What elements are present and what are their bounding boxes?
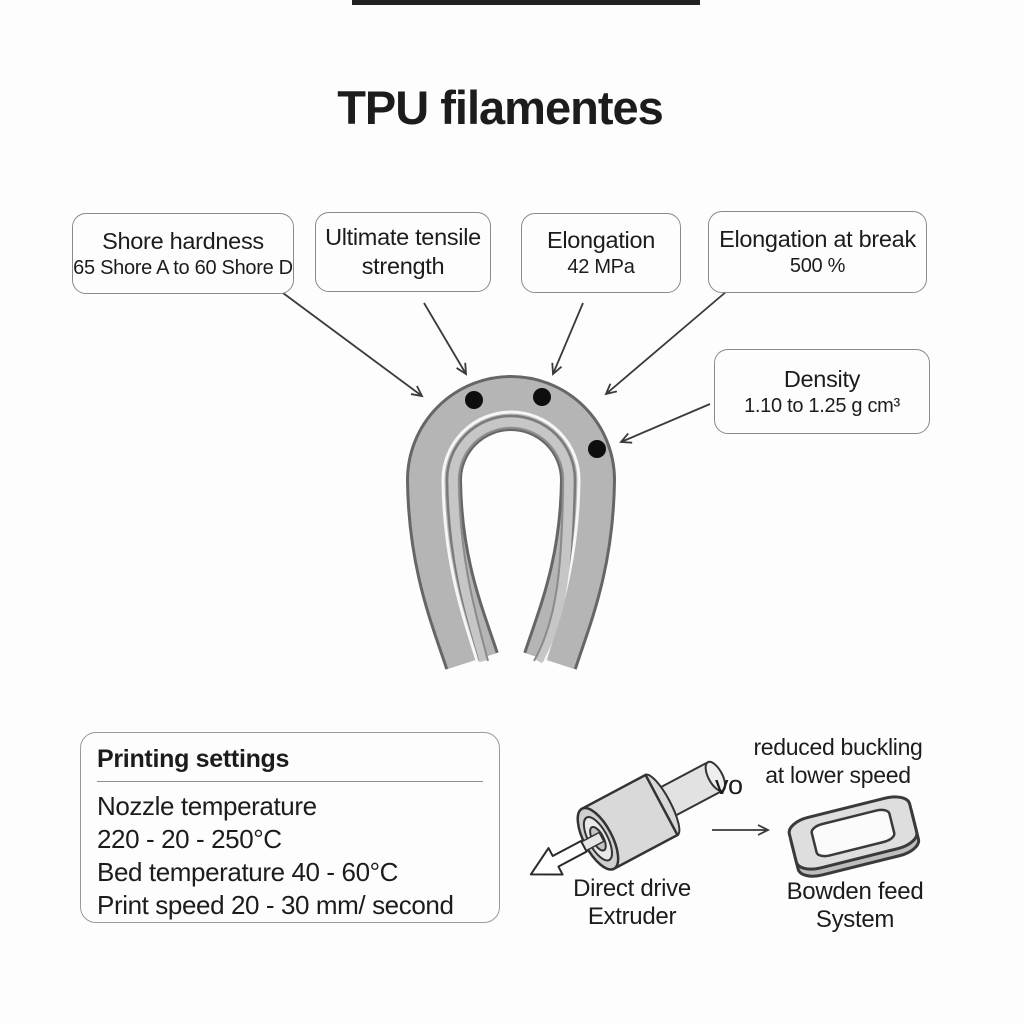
divider xyxy=(97,781,483,782)
property-box-elongation-break: Elongation at break 500 % xyxy=(708,211,927,293)
property-title: Ultimate tensile strength xyxy=(325,224,481,279)
property-title: Shore hardness xyxy=(102,227,264,254)
property-title: Density xyxy=(783,365,861,392)
direct-drive-label: Direct drive Extruder xyxy=(552,875,712,931)
setting-line: 220 - 20 - 250°C xyxy=(97,824,282,854)
bent-filament-illustration xyxy=(405,375,617,670)
property-value: 42 MPa xyxy=(567,256,635,279)
filament-dot xyxy=(588,440,606,458)
buckling-annotation: reduced buckling at lower speed xyxy=(748,733,928,789)
setting-line: Print speed 20 - 30 mm/ second xyxy=(97,890,454,920)
arrow-elongation-break xyxy=(604,290,728,396)
property-box-shore-hardness: Shore hardness 65 Shore A to 60 Shore D xyxy=(72,213,294,294)
setting-line: Nozzle temperature xyxy=(97,791,317,821)
property-value: 500 % xyxy=(789,255,846,278)
printing-settings-panel: Printing settings Nozzle temperature 220… xyxy=(80,732,500,923)
property-title: Elongation at break xyxy=(719,226,916,253)
label-line: System xyxy=(815,906,895,933)
property-title: Elongation xyxy=(546,227,656,254)
arrow-density xyxy=(619,403,711,444)
annotation-line: at lower speed xyxy=(765,762,911,788)
label-line: Direct drive xyxy=(573,875,691,902)
arrow-tensile-strength xyxy=(423,302,468,376)
arrow-shore-hardness xyxy=(282,292,424,398)
setting-line: Bed temperature 40 - 60°C xyxy=(97,857,399,887)
label-line: Bowden feed xyxy=(786,878,924,905)
filament-dot xyxy=(465,391,483,409)
vo-label: vo xyxy=(715,770,743,800)
printing-settings-title: Printing settings xyxy=(97,745,290,773)
page-title: TPU filamentes xyxy=(337,81,664,134)
property-box-tensile-strength: Ultimate tensile strength xyxy=(315,212,491,292)
label-line: Extruder xyxy=(587,903,677,930)
filament-dot xyxy=(533,388,551,406)
arrow-elongation xyxy=(551,302,584,376)
property-value: 1.10 to 1.25 g cm³ xyxy=(744,394,900,417)
annotation-line: reduced buckling xyxy=(753,734,923,760)
bowden-feed-label: Bowden feed System xyxy=(775,878,935,934)
property-value: 65 Shore A to 60 Shore D xyxy=(73,256,293,279)
bowden-feed-illustration xyxy=(787,793,922,881)
top-cropped-bar xyxy=(352,0,700,5)
property-box-density: Density 1.10 to 1.25 g cm³ xyxy=(714,349,930,434)
property-box-elongation: Elongation 42 MPa xyxy=(521,213,681,293)
